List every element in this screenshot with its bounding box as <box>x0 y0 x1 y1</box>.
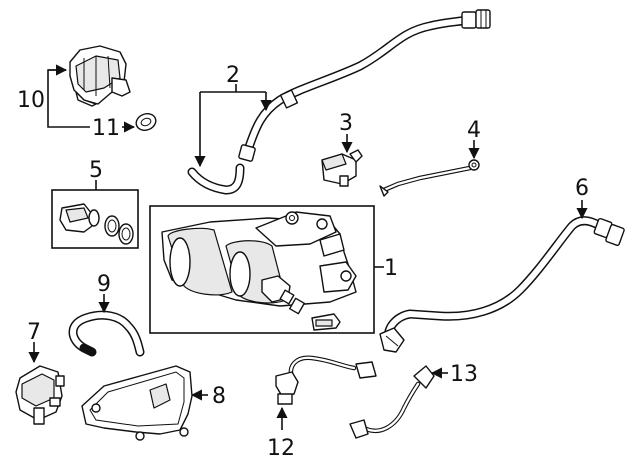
callout-2-leader <box>194 84 272 168</box>
callout-2: 2 <box>226 63 240 88</box>
callout-4: 4 <box>467 118 481 143</box>
part-2-hose-long <box>238 9 491 162</box>
callout-12: 12 <box>267 436 295 461</box>
part-11-o-ring <box>135 113 157 131</box>
part-1-canister <box>149 205 375 334</box>
part-3-sensor <box>321 149 363 187</box>
callout-10-leader <box>47 64 90 128</box>
callout-8: 8 <box>212 384 226 409</box>
callout-9: 9 <box>97 272 111 297</box>
callout-6: 6 <box>575 176 589 201</box>
part-5-kit <box>51 189 139 249</box>
part-4-bracket <box>379 159 480 197</box>
part-8-shield <box>81 365 193 441</box>
callout-5: 5 <box>89 158 103 183</box>
part-2-hose-short <box>187 163 245 195</box>
callout-11: 11 <box>92 116 120 141</box>
part-12-sensor <box>275 355 377 405</box>
callout-10: 10 <box>17 88 45 113</box>
part-6-pipe <box>379 216 625 353</box>
part-13-harness <box>349 365 435 439</box>
callout-1: 1 <box>384 256 398 281</box>
callout-7: 7 <box>27 320 41 345</box>
part-9-hose <box>68 310 145 357</box>
callout-13: 13 <box>450 362 478 387</box>
part-10-purge-valve <box>69 45 131 107</box>
callout-3: 3 <box>339 111 353 136</box>
part-7-valve <box>15 365 65 425</box>
